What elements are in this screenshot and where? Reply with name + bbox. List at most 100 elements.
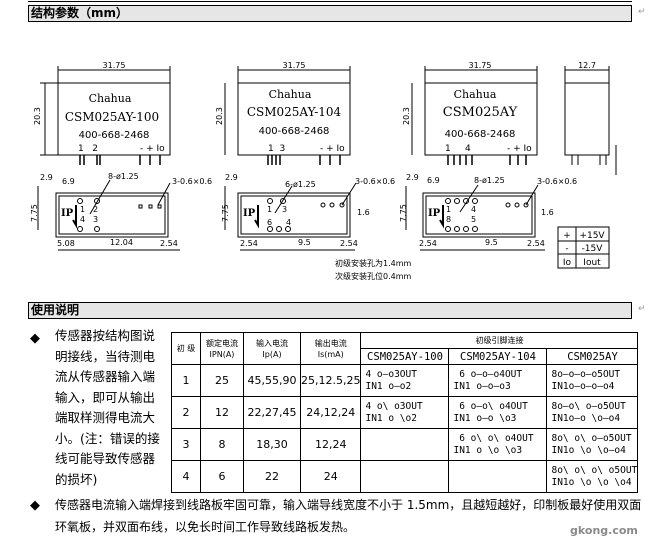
pin-label: 6 bbox=[267, 218, 272, 227]
legend-value: Iout bbox=[583, 258, 601, 268]
header-connection: 初级引脚连接 bbox=[360, 332, 639, 349]
output-pins: - + Io bbox=[140, 144, 165, 154]
brand-label: Chahua bbox=[269, 88, 312, 101]
slot-label: 3-0.6×0.6 bbox=[355, 177, 395, 186]
holes-label: 6-ø1.25 bbox=[285, 180, 316, 189]
header-model: CSM025AY-104 bbox=[448, 348, 548, 365]
height-dim-label: 20.3 bbox=[402, 107, 411, 125]
text-line: 环氧板，并双面布线，以免长时间工作导致线路板发热。 bbox=[55, 520, 356, 534]
watermark-logo: gkong.com bbox=[570, 524, 638, 537]
note-secondary-hole: 次级安装孔位0.4mm bbox=[335, 271, 412, 281]
model-label: CSM025AY bbox=[443, 105, 518, 120]
text-line: 端取样测得电流大 bbox=[55, 410, 156, 425]
pin-label: 4 bbox=[471, 205, 476, 214]
bottom-view-100: 2.9 6.9 8-ø1.25 3-0.6×0.6 7.75 5.08 12.0… bbox=[30, 172, 212, 251]
paragraph-mark: ↵ bbox=[638, 7, 646, 17]
cell-ipn: 25 bbox=[200, 364, 244, 397]
section-header-structure: 结构参数（mm） bbox=[28, 5, 632, 22]
dim-label: 2.54 bbox=[527, 239, 545, 248]
pin-label: 4 bbox=[80, 215, 85, 224]
legend-pin: - bbox=[565, 244, 568, 254]
cell-ipn: 6 bbox=[200, 460, 244, 493]
output-pins: - + Io bbox=[320, 144, 345, 154]
current-arrow-icon bbox=[254, 205, 259, 229]
legend-value: -15V bbox=[582, 244, 604, 254]
holes-label: 8-ø1.25 bbox=[108, 172, 139, 181]
current-arrow-icon bbox=[72, 205, 77, 229]
dim-label: 2.9 bbox=[406, 173, 419, 182]
slot-label: 3-0.6×0.6 bbox=[537, 177, 577, 186]
cell-is: 24 bbox=[299, 460, 362, 493]
cell-connection: 8o—o—o—o5OUT IN1o—o—o—o4 bbox=[546, 364, 639, 397]
pin-label: 3 bbox=[282, 205, 287, 214]
ip-label: IP bbox=[243, 208, 256, 219]
cell-is: 25,12.5,25 bbox=[299, 364, 362, 397]
holes-label: 8-ø1.25 bbox=[474, 176, 505, 185]
pin-label: 4 bbox=[286, 218, 291, 227]
dim-label: 6.9 bbox=[62, 177, 75, 186]
ip-label: IP bbox=[428, 208, 441, 219]
note-primary-hole: 初级安装孔为1.4mm bbox=[335, 258, 412, 268]
legend-pin: Io bbox=[563, 258, 572, 268]
header-model: CSM025AY bbox=[546, 348, 639, 365]
instruction-paragraph-2: 传感器电流输入端焊接到线路板牢固可靠，输入端导线宽度不小于 1.5mm，且越短越… bbox=[55, 494, 655, 538]
pin-label: 5 bbox=[471, 215, 476, 224]
model-label: CSM025AY-100 bbox=[65, 110, 159, 124]
dimension-drawings: 31.75 20.3 Chahua CSM025AY-100 400-668-2… bbox=[30, 61, 617, 281]
paragraph-mark: ↵ bbox=[638, 304, 646, 314]
front-view-104: 31.75 20.3 Chahua CSM025AY-104 400-668-2… bbox=[215, 61, 351, 165]
cell-ip: 22 bbox=[243, 460, 301, 493]
cell-ip: 22,27,45 bbox=[243, 396, 301, 429]
cell-connection: 4 o—o3OUT IN1 o—o2 bbox=[360, 364, 450, 397]
dim-label: 2.54 bbox=[419, 239, 437, 248]
pin-label: 1 bbox=[80, 205, 85, 214]
brand-label: Chahua bbox=[89, 92, 132, 105]
pin-label: 1 bbox=[446, 205, 451, 214]
height-dim-label: 20.3 bbox=[33, 107, 42, 125]
side-view: 12.7 bbox=[564, 61, 617, 175]
pin-numbers: 1 4 bbox=[445, 144, 471, 154]
cell-connection bbox=[360, 460, 450, 493]
header-line: 额定电流 bbox=[206, 338, 238, 348]
ip-label: IP bbox=[61, 208, 74, 219]
header-line: Is(mA) bbox=[317, 349, 344, 359]
cell-turns: 1 bbox=[171, 364, 201, 397]
bullet-icon: ◆ bbox=[30, 331, 40, 346]
dim-label: 6.9 bbox=[427, 176, 440, 185]
text-line: 输入，即可从输出 bbox=[55, 389, 156, 405]
slot-label: 3-0.6×0.6 bbox=[172, 177, 212, 186]
cell-connection bbox=[360, 428, 450, 461]
cell-connection: 8o—o\ o—o5OUT IN1o—o \o—o4 bbox=[546, 396, 639, 429]
text-line: 线可能导致传感器 bbox=[55, 451, 156, 466]
cell-turns: 3 bbox=[171, 428, 201, 461]
pin-label: 1 bbox=[267, 205, 272, 214]
model-label: CSM025AY-104 bbox=[247, 105, 342, 119]
cell-is: 12,24 bbox=[299, 428, 362, 461]
dim-label: 1.6 bbox=[357, 208, 370, 217]
legend-pin: + bbox=[563, 231, 571, 241]
instruction-paragraph-1: 传感器按结构图说 明接线，当待测电 流从传感器输入端 输入，即可从输出 端取样测… bbox=[55, 326, 167, 490]
cell-ipn: 8 bbox=[200, 428, 244, 461]
brand-label: Chahua bbox=[454, 88, 497, 101]
phone-label: 400-668-2468 bbox=[445, 129, 516, 140]
header-line: IPN(A) bbox=[209, 349, 235, 359]
phone-label: 400-668-2468 bbox=[79, 130, 150, 141]
text-line: 小。(注：错误的接 bbox=[55, 430, 160, 446]
dim-label: 2.9 bbox=[225, 173, 238, 182]
cell-connection: 6 o—o—o4OUT IN1 o—o—o3 bbox=[448, 364, 548, 397]
cell-is: 24,12,24 bbox=[299, 396, 362, 429]
pin-label: 8 bbox=[446, 215, 451, 224]
pin-numbers: 1 2 bbox=[78, 144, 98, 154]
dim-label: 2.54 bbox=[340, 239, 358, 248]
cell-ipn: 12 bbox=[200, 396, 244, 429]
cell-connection: 6 o—o\ o4OUT IN1 o—o \o3 bbox=[448, 396, 548, 429]
width-dim-label: 31.75 bbox=[103, 61, 126, 70]
dim-label: 1.6 bbox=[541, 208, 554, 217]
front-view-100: 31.75 20.3 Chahua CSM025AY-100 400-668-2… bbox=[33, 61, 171, 165]
cell-ip: 45,55,90 bbox=[243, 364, 301, 397]
header-line: Ip(A) bbox=[262, 349, 282, 359]
